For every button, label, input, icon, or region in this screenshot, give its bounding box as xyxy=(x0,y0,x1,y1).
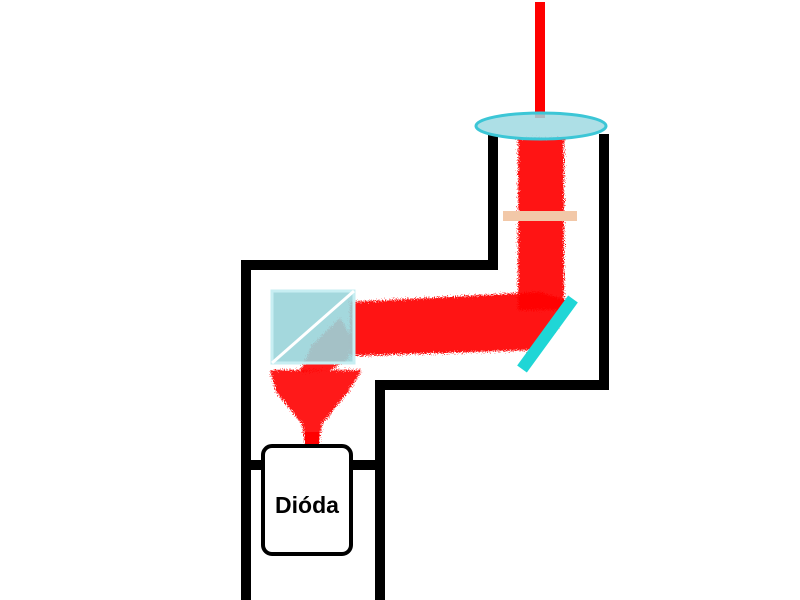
beam-vertical-section xyxy=(518,138,564,310)
housing xyxy=(241,134,609,600)
turning-mirror xyxy=(517,295,578,373)
filter-plate xyxy=(503,211,577,221)
diode-box xyxy=(261,444,353,556)
focusing-lens xyxy=(474,111,608,141)
prism-diagonal xyxy=(271,289,355,365)
housing-right-wall xyxy=(375,134,609,600)
beam-splitter-prism xyxy=(270,289,356,365)
beam-horizontal-section xyxy=(350,292,566,356)
laser-diode: Dióda xyxy=(261,444,353,556)
beam-cone-to-diode xyxy=(270,370,362,448)
diode-label: Dióda xyxy=(275,492,339,518)
housing-left-wall xyxy=(241,134,498,600)
